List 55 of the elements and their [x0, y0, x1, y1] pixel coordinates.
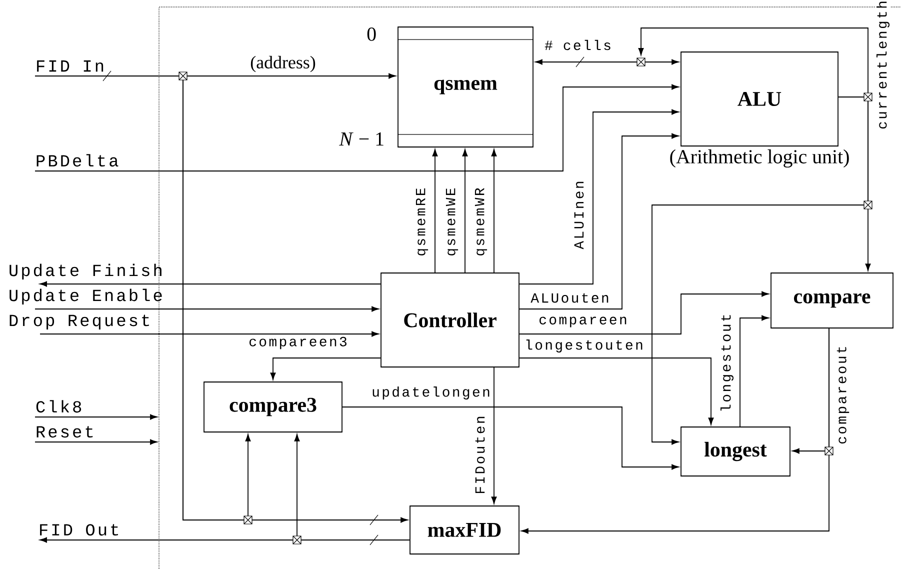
index-label: 0 — [367, 27, 376, 41]
module-box: maxFID — [410, 506, 520, 554]
arrow — [792, 328, 830, 454]
signal-name: Reset — [36, 426, 93, 438]
edge-label: longestouten — [524, 338, 644, 354]
edge-label: compareout — [836, 344, 850, 446]
edge-label: FIDouten — [474, 414, 486, 496]
arrow — [519, 291, 769, 334]
arrow — [432, 149, 438, 273]
edge-label: updatelongen — [370, 386, 492, 400]
signal-name: Update Finish — [10, 264, 162, 280]
arrow — [270, 358, 381, 380]
module-box: longest — [680, 426, 790, 476]
arrow — [519, 358, 714, 425]
memory-block: qsmem — [397, 26, 534, 148]
arrow — [535, 59, 679, 65]
arrow — [519, 109, 679, 284]
module-box: compare3 — [204, 382, 342, 432]
arrow — [519, 133, 679, 310]
edge-label: compareen3 — [248, 336, 348, 350]
signal-name: Update Enable — [10, 288, 162, 305]
arrow — [342, 406, 679, 470]
arrow — [40, 281, 381, 287]
signal-name: FID In — [37, 60, 104, 72]
edge-label: qsmemWE — [444, 186, 460, 258]
arrow — [34, 306, 379, 312]
module-box: Controller — [380, 272, 520, 368]
index-label: N − 1 — [339, 132, 384, 146]
arrow — [740, 315, 769, 427]
arrow — [34, 439, 158, 445]
edge-label: longestout — [720, 312, 734, 414]
edge-label: (address) — [249, 54, 317, 74]
edge-label: ALUInen — [573, 180, 585, 250]
edge-label: ALUouten — [530, 292, 610, 304]
signal-name: Clk8 — [36, 400, 82, 413]
edge-label: qsmemWR — [474, 186, 488, 258]
signal-name: Drop Request — [10, 314, 149, 330]
arrow — [34, 84, 679, 172]
module-box: ALU — [680, 52, 838, 146]
arrow — [652, 96, 868, 445]
arrow — [40, 331, 379, 337]
edge-label: # cells — [544, 38, 612, 52]
signal-name: FID Out — [40, 524, 118, 536]
arrow — [462, 149, 468, 273]
edge-label: qsmemRE — [414, 186, 430, 258]
edge-label: compareen — [538, 316, 628, 328]
arrow — [491, 149, 497, 273]
arrow — [34, 414, 158, 420]
signal-name: PBDelta — [36, 154, 118, 167]
arrow — [294, 434, 410, 540]
node-label: (Arithmetic logic unit) — [670, 149, 849, 168]
arrow — [491, 367, 497, 504]
edge-label: currentlength — [876, 0, 890, 130]
module-box: compare — [770, 272, 894, 328]
arrow — [34, 76, 251, 520]
